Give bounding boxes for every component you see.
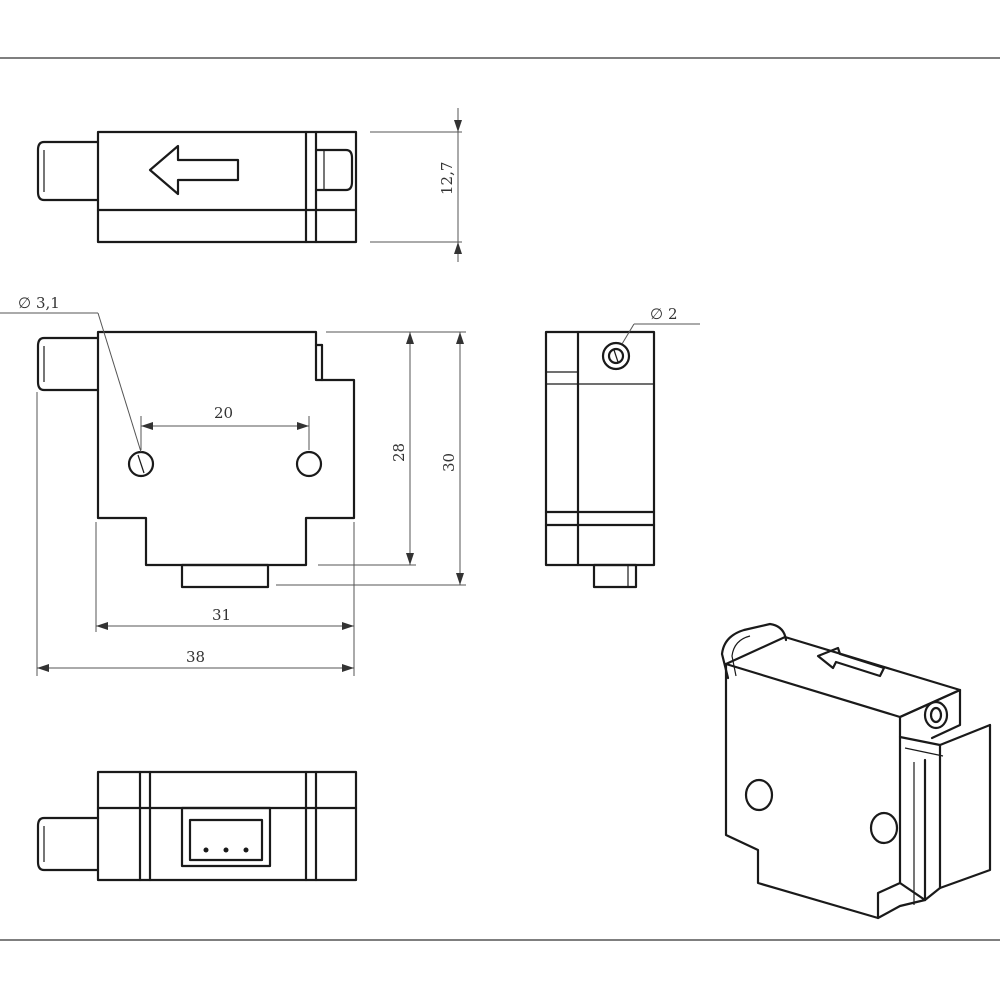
dimension-width-total — [36, 392, 355, 676]
connector-port — [180, 806, 272, 868]
iso-side-hole-inner — [929, 706, 943, 724]
diameter-symbol-large: ∅ — [18, 294, 31, 312]
dimension-label-width-body: 31 — [212, 606, 231, 624]
side-hole-inner — [607, 347, 625, 365]
dimension-hole-dia-large — [0, 312, 142, 453]
dimension-width-body — [95, 522, 355, 632]
iso-hole-left — [744, 778, 774, 812]
dimension-hole-spacing — [140, 416, 310, 450]
dimension-label-height-body: 28 — [390, 443, 408, 462]
dimension-height-side — [370, 108, 462, 262]
dimension-label-hole-dia-small: 2 — [668, 305, 678, 323]
iso-hole-right — [869, 811, 899, 845]
dimension-label-hole-dia-large: 3,1 — [36, 294, 60, 312]
dimension-label-height-side: 12,7 — [438, 162, 456, 195]
top-view — [36, 130, 358, 244]
dimension-height-total — [276, 331, 466, 586]
dimension-label-height-total: 30 — [440, 453, 458, 472]
mount-hole-right — [295, 450, 323, 478]
iso-side-hole-outer — [923, 700, 949, 730]
bottom-view — [36, 770, 358, 882]
dimension-hole-dia-small — [621, 323, 700, 345]
dimension-label-hole-spacing: 20 — [214, 404, 233, 422]
iso-arrow-icon — [816, 646, 886, 678]
front-view — [36, 330, 356, 589]
diameter-symbol-small: ∅ — [650, 305, 663, 323]
dimension-label-width-total: 38 — [186, 648, 205, 666]
arrow-icon — [148, 144, 240, 196]
side-hole-outer — [601, 341, 631, 371]
isometric-view — [720, 622, 992, 920]
side-view — [544, 330, 656, 589]
